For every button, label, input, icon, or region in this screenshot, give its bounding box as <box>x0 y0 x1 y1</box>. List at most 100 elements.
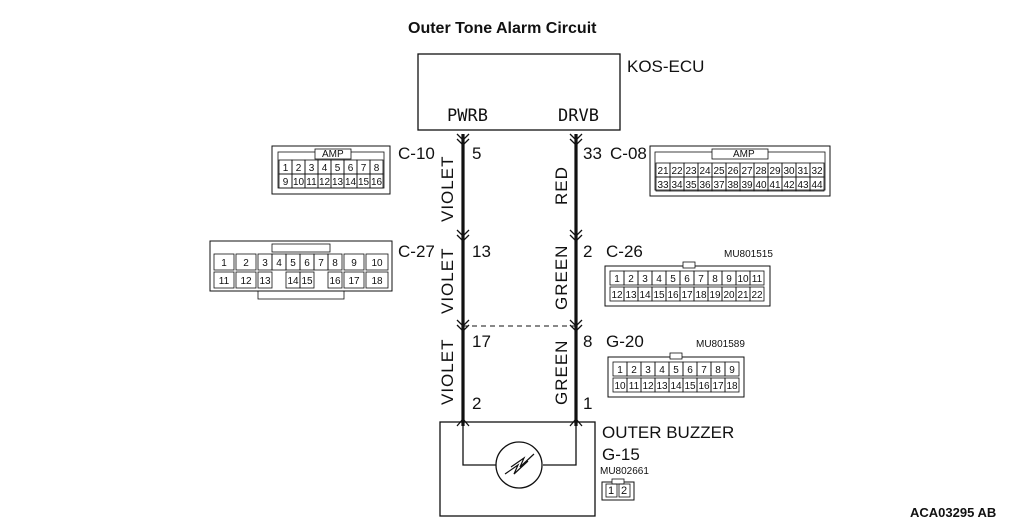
pin-label: 3 <box>645 365 651 376</box>
pin-label: 44 <box>811 180 823 191</box>
pin-17: 17 <box>472 332 491 351</box>
pin-cell <box>724 361 740 377</box>
pin-33: 33 <box>583 144 602 163</box>
pin-label: 18 <box>695 290 707 301</box>
buzzer-wire-right <box>543 426 577 466</box>
pin-cell <box>257 271 273 289</box>
pin-label: 11 <box>219 276 230 287</box>
pin-label: 11 <box>629 381 640 392</box>
pin-label: 22 <box>751 290 763 301</box>
pin-label: 21 <box>737 290 749 301</box>
connector-name-g15: G-15 <box>602 445 640 464</box>
pin-label: 15 <box>358 177 370 188</box>
pin-label: 34 <box>671 180 683 191</box>
pin-label: 42 <box>783 180 795 191</box>
pin-label: 21 <box>657 166 669 177</box>
pin-label: 10 <box>614 381 626 392</box>
pin-label: 10 <box>737 274 749 285</box>
g15-pin-2: 2 <box>621 485 627 497</box>
reference-code: ACA03295 AB <box>910 505 996 520</box>
pin-label: 8 <box>712 274 718 285</box>
pin-label: 5 <box>673 365 679 376</box>
pin-label: 5 <box>670 274 676 285</box>
pin-cell <box>343 271 365 289</box>
pin-cell <box>749 270 765 286</box>
pin-label: 10 <box>371 258 383 269</box>
pin-cell <box>724 377 740 393</box>
pin-label: 22 <box>671 166 683 177</box>
buzzer-wire-left <box>462 426 496 466</box>
pin-label: 18 <box>371 276 383 287</box>
pin-label: 9 <box>351 258 357 269</box>
pin-label: 12 <box>611 290 623 301</box>
pin-label: 8 <box>374 163 380 174</box>
pin-label: 37 <box>713 180 725 191</box>
pin-label: 32 <box>811 166 823 177</box>
pin-label: 6 <box>348 163 354 174</box>
wire-color-violet-lower: VIOLET <box>438 339 457 405</box>
g15-pin-1: 1 <box>608 485 614 497</box>
pin-label: 18 <box>726 381 738 392</box>
pin-label: 1 <box>617 365 623 376</box>
part-number-c26: MU801515 <box>724 249 773 260</box>
pin-label: 4 <box>276 258 282 269</box>
ecu-terminal-pwrb: PWRB <box>447 106 488 126</box>
pin-13: 13 <box>472 242 491 261</box>
pin-label: 20 <box>723 290 735 301</box>
pin-label: 8 <box>332 258 338 269</box>
pin-label: 25 <box>713 166 725 177</box>
pin-label: 7 <box>361 163 367 174</box>
pin-label: 5 <box>335 163 341 174</box>
pin-cell <box>235 253 257 271</box>
pin-label: 19 <box>709 290 721 301</box>
pin-label: 39 <box>741 180 753 191</box>
pin-label: 41 <box>769 180 781 191</box>
pin-label: 2 <box>296 163 302 174</box>
pin-label: 6 <box>304 258 310 269</box>
pin-label: 13 <box>332 177 344 188</box>
buzzer-symbol-icon <box>495 441 543 489</box>
pin-cell <box>327 271 343 289</box>
pin-label: 12 <box>319 177 331 188</box>
pin-label: 8 <box>715 365 721 376</box>
pin-label: 16 <box>371 177 383 188</box>
pin-cell <box>299 271 315 289</box>
pin-label: 4 <box>322 163 328 174</box>
c10-tag: AMP <box>322 149 344 160</box>
pin-label: 4 <box>656 274 662 285</box>
pin-label: 3 <box>642 274 648 285</box>
connector-name-c26: C-26 <box>606 242 643 261</box>
pin-label: 12 <box>642 381 654 392</box>
connector-g15: 1 2 <box>601 478 635 501</box>
buzzer-box <box>439 421 596 517</box>
buzzer-wave-icon <box>504 460 529 475</box>
pin-label: 43 <box>797 180 809 191</box>
wire-color-red: RED <box>552 166 571 205</box>
pin-label: 40 <box>755 180 767 191</box>
pin-label: 12 <box>240 276 252 287</box>
wire-color-violet-upper: VIOLET <box>438 156 457 222</box>
pin-label: 14 <box>670 381 682 392</box>
pin-label: 2 <box>243 258 249 269</box>
pin-label: 14 <box>287 276 299 287</box>
pin-label: 13 <box>625 290 637 301</box>
pin-label: 7 <box>701 365 707 376</box>
ecu-name: KOS-ECU <box>627 57 704 76</box>
pin-label: 9 <box>726 274 732 285</box>
pin-label: 10 <box>293 177 305 188</box>
pin-label: 15 <box>653 290 665 301</box>
part-number-g20: MU801589 <box>696 339 745 350</box>
pin-label: 7 <box>318 258 324 269</box>
wire-color-violet-middle: VIOLET <box>438 248 457 314</box>
wire-color-green-lower: GREEN <box>552 340 571 405</box>
pin-label: 17 <box>712 381 724 392</box>
pin-cell <box>749 286 765 302</box>
pin-5: 5 <box>472 144 481 163</box>
ecu-box <box>417 53 621 131</box>
pin-label: 23 <box>685 166 697 177</box>
